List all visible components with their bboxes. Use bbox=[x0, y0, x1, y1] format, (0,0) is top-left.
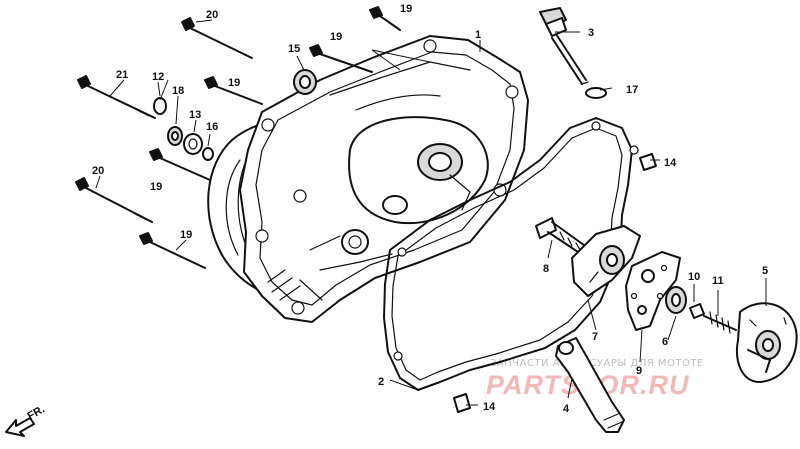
dowel-pin-lower bbox=[453, 393, 471, 413]
callout-2: 2 bbox=[378, 376, 384, 388]
bolt-20-upper bbox=[181, 17, 253, 59]
arm-seal bbox=[665, 286, 687, 314]
callout-14-lower: 14 bbox=[483, 401, 496, 413]
oil-seal bbox=[293, 69, 317, 95]
bolt-19-d bbox=[149, 148, 211, 181]
oil-filler-cap bbox=[539, 7, 589, 85]
callout-20-upper: 20 bbox=[206, 9, 218, 21]
callout-16: 16 bbox=[206, 121, 218, 133]
bolt-19-a bbox=[369, 6, 401, 31]
bolt-19-b bbox=[309, 44, 373, 73]
callout-6: 6 bbox=[662, 336, 668, 348]
callout-19-top: 19 bbox=[400, 3, 412, 15]
callout-14-upper: 14 bbox=[664, 157, 677, 169]
cam-plate bbox=[625, 251, 681, 331]
crankcase-cover bbox=[207, 35, 529, 323]
lifter-plate bbox=[571, 225, 641, 297]
callout-8: 8 bbox=[543, 263, 549, 275]
leader-lines bbox=[95, 19, 767, 406]
callout-1: 1 bbox=[475, 29, 481, 41]
callout-19-lower: 19 bbox=[180, 229, 192, 241]
callout-18: 18 bbox=[172, 85, 184, 97]
callout-11: 11 bbox=[712, 275, 724, 287]
watermark-tagline: ЗАПЧАСТИ АКСЕССУАРЫ ДЛЯ МОТОТЕ bbox=[490, 358, 704, 369]
callout-20-lower: 20 bbox=[92, 165, 104, 177]
bolt-20-lower bbox=[75, 177, 153, 223]
callout-3: 3 bbox=[588, 27, 594, 39]
pin-and-spring bbox=[689, 303, 737, 334]
disc-housing bbox=[736, 302, 798, 383]
callout-4: 4 bbox=[563, 403, 570, 415]
bolt-19-e bbox=[139, 232, 206, 269]
callout-9: 9 bbox=[636, 365, 642, 377]
callout-19-left: 19 bbox=[150, 181, 162, 193]
dowel-pin-upper bbox=[639, 153, 657, 171]
callout-21: 21 bbox=[116, 69, 128, 81]
callout-19-middle: 19 bbox=[228, 77, 240, 89]
o-ring bbox=[585, 87, 607, 99]
callout-7: 7 bbox=[592, 331, 598, 343]
lever-arm bbox=[555, 337, 625, 433]
washer-stack bbox=[153, 97, 214, 161]
callout-17: 17 bbox=[626, 84, 638, 96]
callouts: 1 2 3 4 5 6 7 8 9 10 11 12 13 14 14 15 1… bbox=[92, 3, 768, 415]
front-label: FR. bbox=[26, 403, 47, 422]
bolt-21 bbox=[77, 75, 156, 119]
bolt-19-c bbox=[204, 76, 263, 105]
callout-13: 13 bbox=[189, 109, 201, 121]
front-direction-arrow: FR. bbox=[5, 403, 47, 437]
callout-15: 15 bbox=[288, 43, 300, 55]
callout-19-upper: 19 bbox=[330, 31, 342, 43]
spindle bbox=[535, 217, 589, 257]
callout-10: 10 bbox=[688, 271, 700, 283]
callout-12: 12 bbox=[152, 71, 164, 83]
callout-5: 5 bbox=[762, 265, 768, 277]
